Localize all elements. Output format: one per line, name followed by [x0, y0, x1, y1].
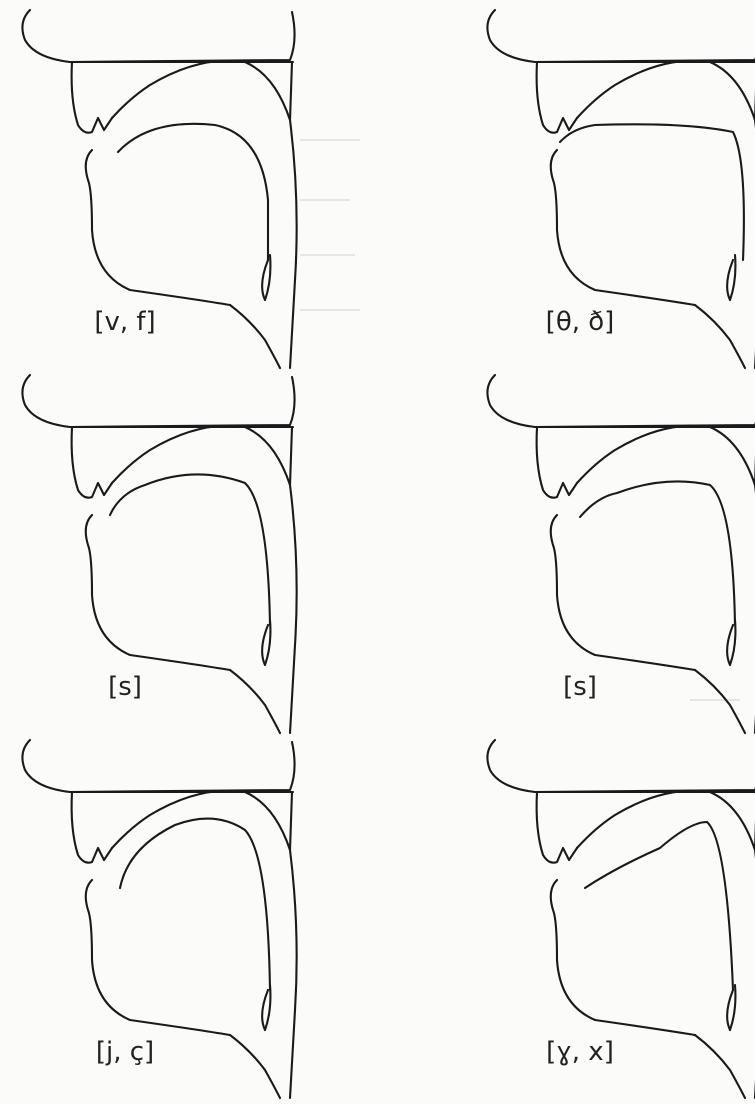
panel-labiodental: [v, f]	[21, 8, 298, 370]
epiglottis	[726, 983, 737, 1032]
epiglottis	[261, 618, 272, 667]
palate	[575, 59, 755, 122]
panel-label-palatal: [j, ç]	[96, 1037, 154, 1067]
upper-lip	[535, 60, 579, 134]
epiglottis	[261, 983, 272, 1032]
palate	[110, 424, 294, 487]
epiglottis	[261, 253, 272, 302]
tongue	[118, 817, 272, 992]
upper-lip	[70, 425, 114, 499]
head-outline	[486, 8, 755, 64]
lower-jaw	[549, 513, 697, 672]
larynx	[228, 1033, 282, 1100]
panel-interdental: [θ, ð]	[486, 8, 755, 370]
tongue	[583, 820, 735, 992]
palate	[575, 789, 755, 852]
tongue	[108, 473, 272, 627]
larynx	[693, 668, 747, 735]
larynx	[693, 1033, 747, 1100]
panel-alveolar-tip: [s]	[21, 373, 298, 735]
upper-lip	[535, 425, 579, 499]
tongue	[578, 480, 737, 627]
epiglottis	[726, 618, 737, 667]
panel-label-alveolar-tip: [s]	[108, 672, 142, 702]
upper-lip	[535, 790, 579, 864]
pharynx-wall	[288, 483, 298, 735]
panel-label-velar: [ɣ, x]	[546, 1037, 614, 1067]
palate	[110, 59, 294, 122]
lower-jaw	[549, 148, 697, 307]
panel-palatal: [j, ç]	[21, 738, 298, 1100]
panel-alveolar-blade: [s]	[486, 373, 755, 735]
head-outline	[486, 373, 755, 429]
epiglottis	[726, 253, 737, 302]
head-outline	[21, 8, 296, 64]
panel-label-labiodental: [v, f]	[94, 307, 155, 337]
tongue	[558, 123, 745, 262]
panel-velar: [ɣ, x]	[486, 738, 755, 1100]
head-outline	[486, 738, 755, 794]
pharynx-wall	[288, 118, 298, 370]
larynx	[693, 303, 747, 370]
palate	[110, 789, 294, 852]
larynx	[228, 668, 282, 735]
head-outline	[21, 738, 296, 794]
panel-label-interdental: [θ, ð]	[546, 307, 615, 337]
palate	[575, 424, 755, 487]
pharynx-wall	[288, 848, 298, 1100]
larynx	[228, 303, 282, 370]
upper-lip	[70, 60, 114, 134]
lower-jaw	[84, 513, 232, 672]
lower-jaw	[549, 878, 697, 1037]
panel-label-alveolar-blade: [s]	[563, 672, 597, 702]
tongue	[116, 122, 270, 262]
upper-lip	[70, 790, 114, 864]
lower-jaw	[84, 878, 232, 1037]
lower-jaw	[84, 148, 232, 307]
head-outline	[21, 373, 296, 429]
paper-texture	[300, 139, 740, 701]
